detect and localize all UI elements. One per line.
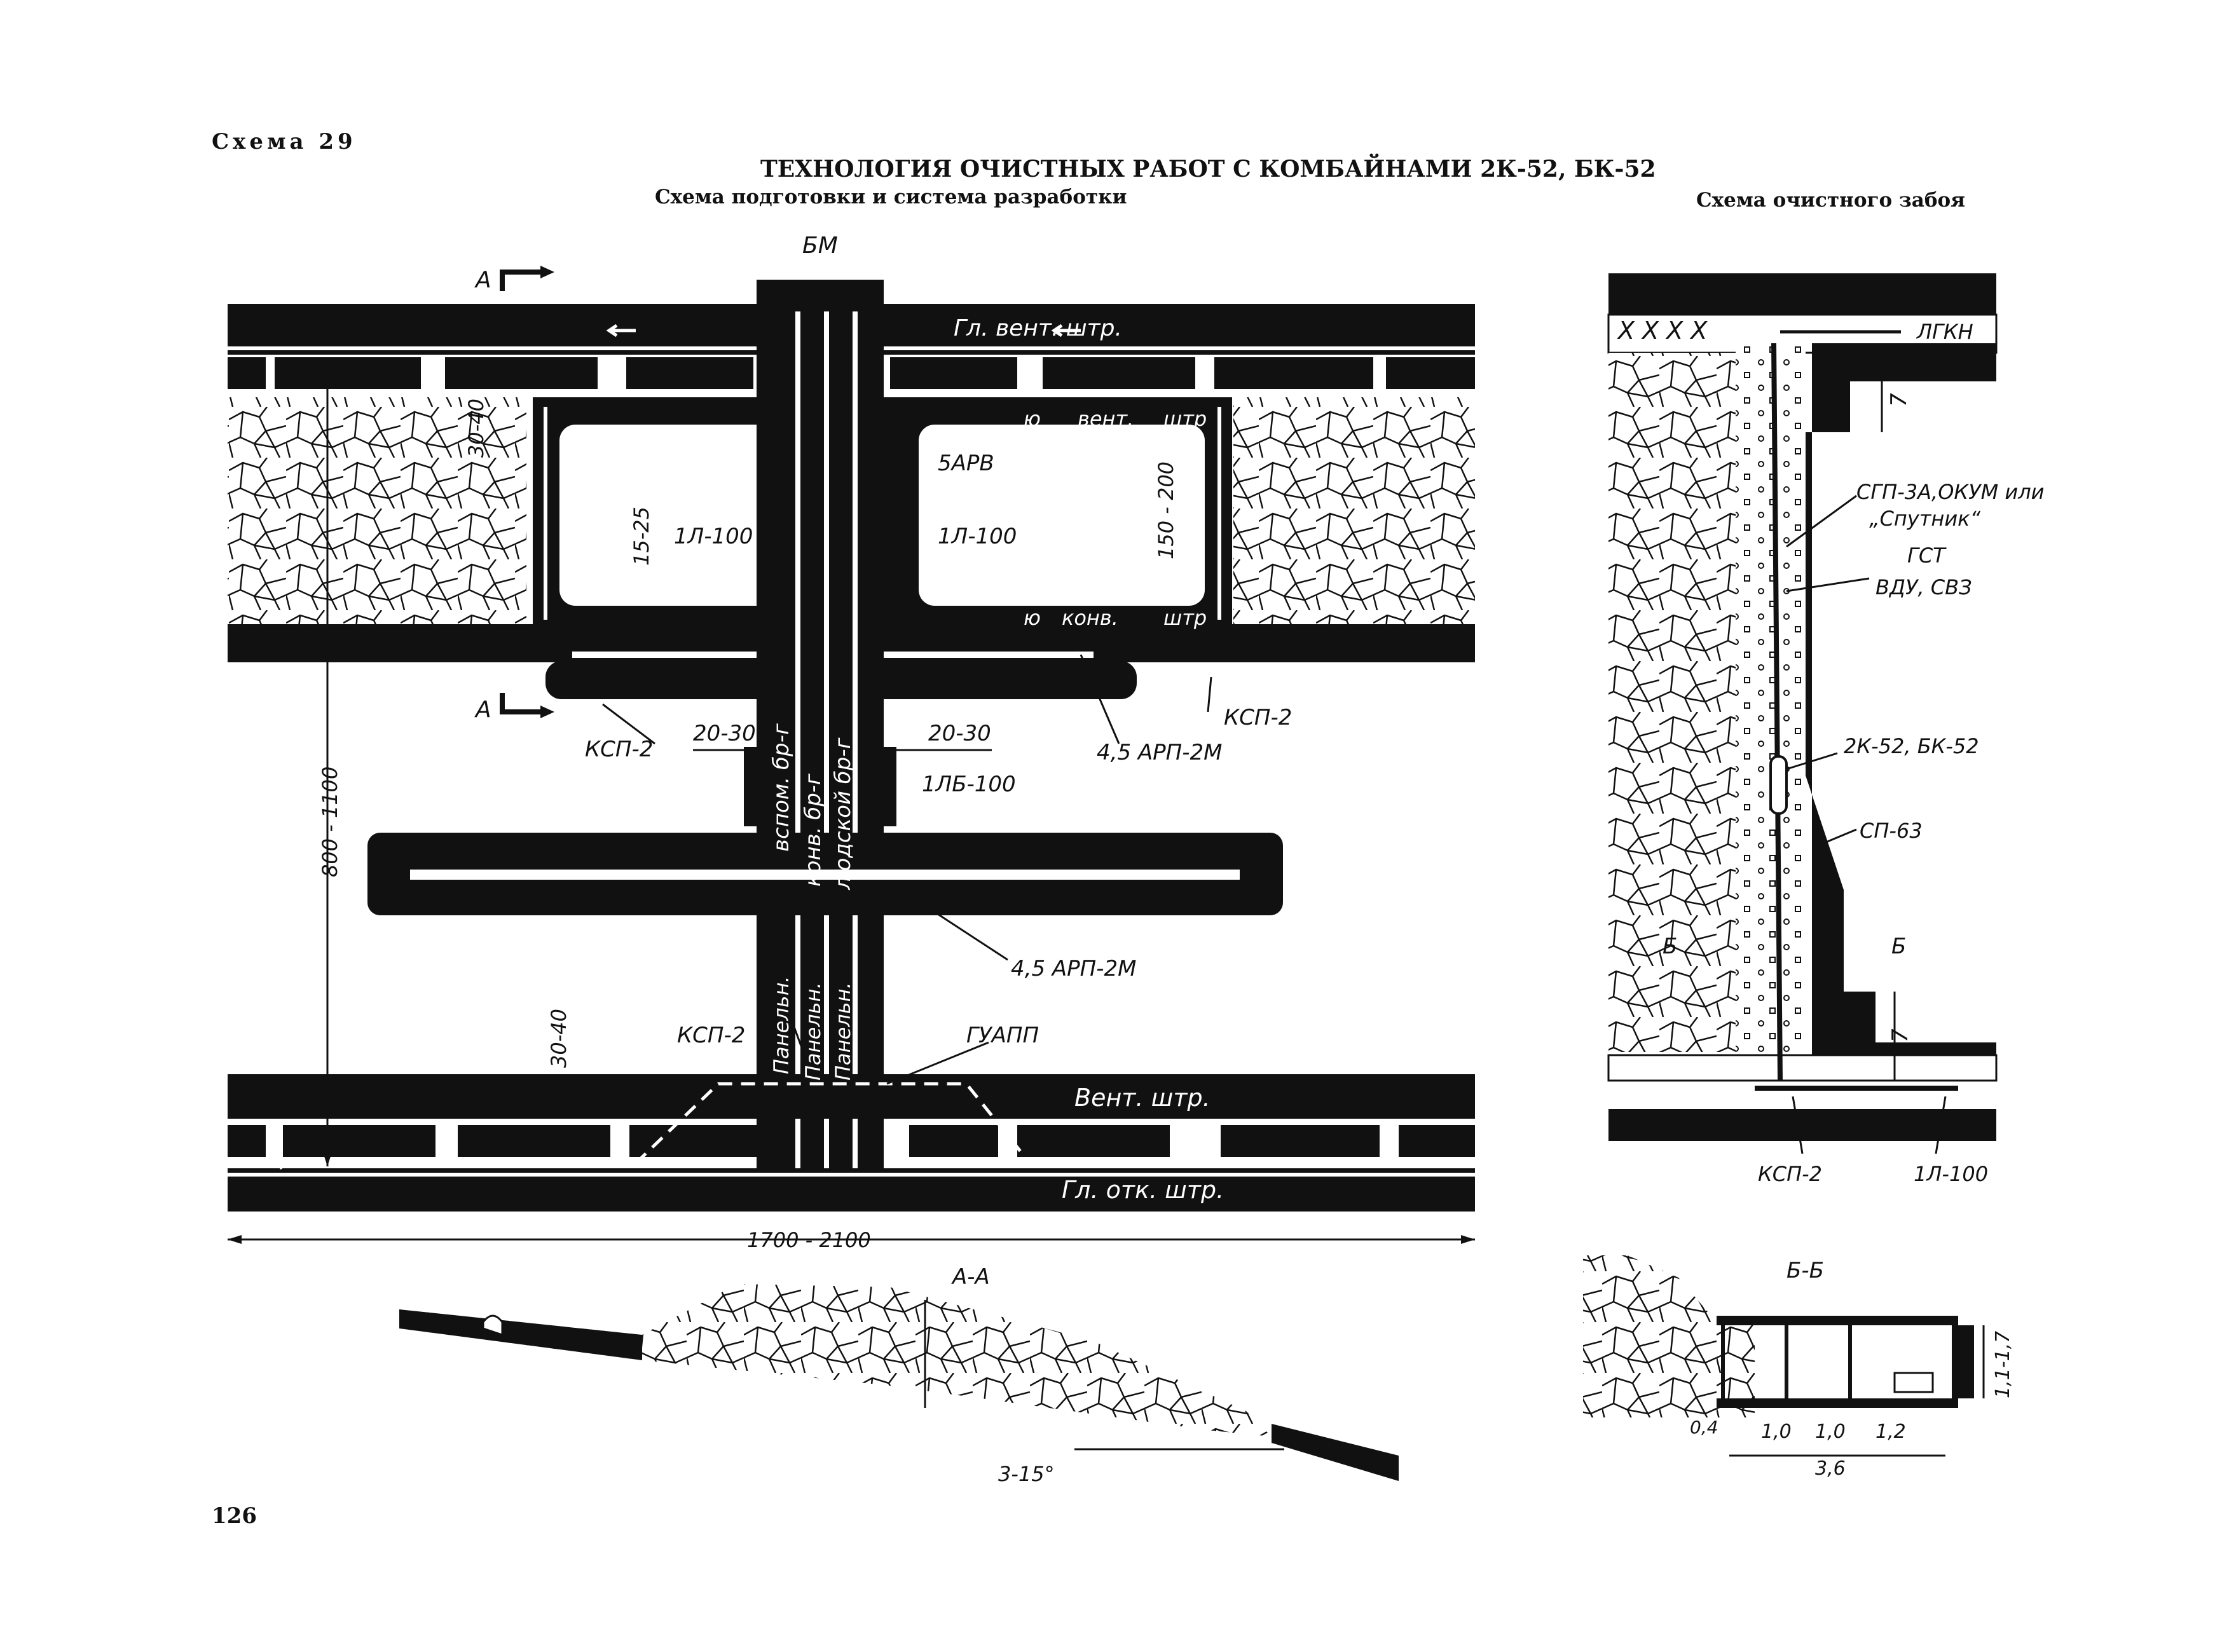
label-7-top: 7: [1886, 393, 1912, 407]
dim-10-b: 1,0: [1815, 1421, 1846, 1443]
label-vent-upper-b: вент.: [1078, 407, 1134, 431]
page-title: ТЕХНОЛОГИЯ ОЧИСТНЫХ РАБОТ С КОМБАЙНАМИ 2…: [760, 156, 1656, 182]
goaf-left: [228, 397, 526, 624]
label-arp-top: 4,5 АРП-2М: [1097, 740, 1222, 765]
dim-12: 1,2: [1876, 1421, 1906, 1443]
pillar-row-bottom: [228, 1125, 1475, 1157]
label-vdu: ВДУ, СВЗ: [1876, 575, 1972, 599]
dim-30-40-bottom: 30-40: [547, 1009, 571, 1068]
label-ksp2-right: КСП-2: [1224, 705, 1292, 730]
label-conv-c: штр: [1163, 606, 1207, 630]
label-1l100-face: 1Л-100: [1914, 1162, 1988, 1186]
label-vent-drift: Вент. штр.: [1074, 1084, 1210, 1112]
dim-800-1100: 800 - 1100: [318, 767, 342, 877]
page-number: 126: [212, 1503, 257, 1529]
label-7-bottom: 7: [1888, 1028, 1913, 1042]
label-conv-b: конв.: [1062, 606, 1118, 630]
dim-30-40-top: 30-40: [464, 399, 488, 458]
label-angle: 3-15°: [998, 1462, 1055, 1486]
label-arp-bottom: 4,5 АРП-2М: [1011, 956, 1136, 981]
face-view: X X X X ЛГКН 7 СГП-3А,ОКУМ или „Спутник“…: [1607, 273, 2044, 1186]
label-1lb100: 1ЛБ-100: [922, 772, 1016, 797]
scheme-number: Схема 29: [212, 129, 357, 154]
subtitle-right: Схема очистного забоя: [1696, 189, 1966, 212]
plan-view: Гл. вент. штр. ю вент. штр ю конв. штр В…: [228, 233, 1475, 1252]
dim-36: 3,6: [1815, 1457, 1846, 1480]
label-1l100-right: 1Л-100: [938, 524, 1017, 549]
dim-11-17: 1,1-1,7: [1992, 1331, 2014, 1398]
label-vent-upper-a: ю: [1024, 407, 1041, 431]
dim-1700-2100: 1700 - 2100: [747, 1228, 871, 1252]
label-panel-2: Панельн.: [801, 982, 825, 1081]
label-ksp2-face: КСП-2: [1758, 1162, 1822, 1186]
label-1l100-left: 1Л-100: [674, 524, 753, 549]
label-ksp2-left: КСП-2: [585, 737, 653, 762]
label-xxxx: X X X X: [1617, 317, 1708, 345]
dim-04: 0,4: [1690, 1417, 1718, 1438]
vent-drift: [228, 1074, 1475, 1119]
label-sgp: СГП-3А,ОКУМ или: [1856, 480, 2044, 504]
section-b-left: Б: [1663, 934, 1677, 959]
label-bm: БМ: [802, 233, 838, 259]
section-a-top: А: [474, 267, 491, 293]
label-gst: ГСТ: [1907, 543, 1947, 568]
section-a-bottom: А: [474, 697, 491, 723]
label-combines: 2К-52, БК-52: [1844, 734, 1979, 758]
label-ksp2-bottom: КСП-2: [677, 1023, 745, 1048]
label-main-haul-drift: Гл. отк. штр.: [1062, 1176, 1224, 1204]
goaf-right: [1233, 397, 1475, 624]
label-20-30-right: 20-30: [928, 721, 991, 746]
section-bb-title: Б-Б: [1786, 1258, 1824, 1283]
dim-10-a: 1,0: [1761, 1421, 1792, 1443]
label-5arv: 5АРВ: [938, 451, 994, 476]
dim-15-25: 15-25: [629, 507, 654, 566]
label-panel-3: Панельн.: [831, 982, 855, 1081]
label-guapp: ГУАПП: [966, 1023, 1039, 1048]
section-b-right: Б: [1891, 934, 1906, 959]
section-aa-title: А-А: [951, 1264, 990, 1290]
label-sp63: СП-63: [1860, 819, 1923, 843]
label-sputnik: „Спутник“: [1869, 507, 1980, 531]
label-vent-upper-c: штр: [1163, 407, 1207, 431]
section-aa: А-А 3-15°: [399, 1264, 1399, 1486]
dim-150-200: 150 - 200: [1154, 461, 1178, 559]
label-main-vent-drift: Гл. вент. штр.: [954, 315, 1122, 341]
section-bb: Б-Б 0,4 1,0 1,0 1,2 3,6 1,1-1,7: [1583, 1255, 2014, 1480]
label-lgkn: ЛГКН: [1916, 320, 1973, 344]
label-20-30-left: 20-30: [693, 721, 756, 746]
label-conv-raise: конв. бр-г: [800, 773, 826, 887]
label-people-raise: людской бр-г: [830, 737, 856, 891]
subtitle-left: Схема подготовки и система разработки: [655, 186, 1127, 208]
pillar-row-top: [228, 357, 1475, 389]
label-aux-raise: вспом. бр-г: [769, 723, 794, 852]
label-panel-1: Панельн.: [769, 976, 793, 1074]
panel-raises: [757, 311, 884, 1201]
label-conv-a: ю: [1024, 606, 1041, 630]
